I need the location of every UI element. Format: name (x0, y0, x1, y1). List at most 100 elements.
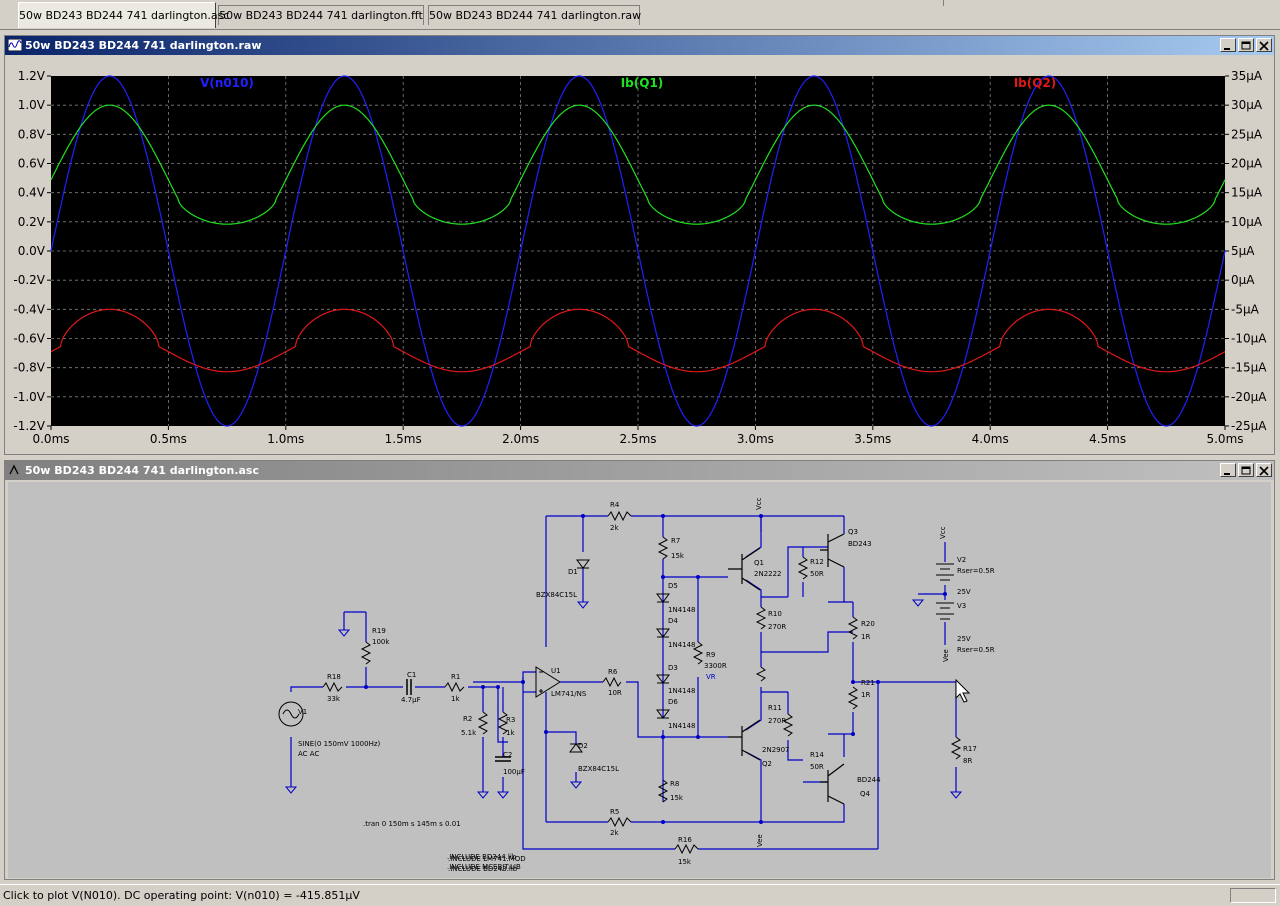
label-R11-value: 270R (768, 717, 786, 725)
minimize-button[interactable] (1220, 38, 1236, 52)
resistor-R1 (444, 681, 465, 693)
y-right-tick-label: 30µA (1231, 98, 1263, 112)
label-R21: R21 (861, 679, 875, 687)
resistor-R9 (692, 641, 704, 665)
tab-raw[interactable]: 50w BD243 BD244 741 darlington.raw (428, 5, 641, 25)
schematic-diodes (569, 559, 670, 753)
label-R14: R14 (810, 751, 824, 759)
y-right-tick-label: -20µA (1231, 390, 1267, 404)
label-R6: R6 (608, 668, 618, 676)
y-left-tick-label: 0.2V (18, 215, 46, 229)
spice-tran-directive: .tran 0 150m s 145m s 0.01 (363, 820, 461, 828)
label-D5-value: 1N4148 (668, 606, 696, 614)
maximize-icon (1241, 466, 1251, 475)
label-D2: D2 (578, 742, 588, 750)
document-tab-bar: 50w BD243 BD244 741 darlington.asc 50w B… (0, 0, 1280, 30)
label-R4-value: 2k (610, 524, 619, 532)
label-C1: C1 (407, 671, 416, 679)
resistor-R4 (607, 510, 632, 522)
y-right-tick-label: 35µA (1231, 69, 1263, 83)
label-R9: R9 (706, 651, 715, 659)
y-right-tick-label: -15µA (1231, 361, 1267, 375)
series-legend-2: Ib(Q2) (1014, 76, 1057, 90)
x-tick-label: 2.5ms (619, 432, 656, 446)
label-C2-value: 100µF (503, 768, 525, 776)
source-V1 (278, 701, 304, 727)
label-R17: R17 (963, 745, 977, 753)
resistor-R18 (322, 681, 343, 693)
series-line-0 (50, 75, 1226, 427)
label-Q1-value: 2N2222 (754, 570, 782, 578)
y-left-tick-label: 0.6V (18, 157, 46, 171)
label-U1-value: LM741/NS (551, 690, 587, 698)
close-button[interactable] (1256, 38, 1272, 52)
minimize-icon (1224, 473, 1230, 475)
label-Q2-value: 2N2907 (762, 746, 790, 754)
label-R5-value: 2k (610, 829, 619, 837)
waveform-plot[interactable]: 1.2V1.0V0.8V0.6V0.4V0.2V0.0V-0.2V-0.4V-0… (7, 57, 1274, 454)
waveform-window-icon (8, 39, 22, 51)
y-left-tick-label: -1.0V (13, 390, 45, 404)
schematic-titlebar[interactable]: 50w BD243 BD244 741 darlington.asc (5, 461, 1274, 480)
x-tick-label: 1.0ms (267, 432, 304, 446)
y-left-tick-label: 1.2V (18, 69, 46, 83)
label-D2-value: BZX84C15L (578, 765, 619, 773)
schematic-maximize-button[interactable] (1238, 463, 1254, 477)
tab-fft[interactable]: 50w BD243 BD244 741 darlington.fft (218, 5, 424, 25)
label-R12: R12 (810, 558, 824, 566)
label-D6-value: 1N4148 (668, 722, 696, 730)
opamp-U1 (535, 666, 561, 698)
mouse-cursor-icon (955, 678, 971, 703)
label-V1: V1 (298, 708, 307, 716)
x-tick-label: 3.0ms (737, 432, 774, 446)
resistor-R10 (755, 606, 767, 630)
close-icon (1259, 41, 1269, 51)
schematic-close-button[interactable] (1256, 463, 1272, 477)
maximize-button[interactable] (1238, 38, 1254, 52)
label-Q3: Q3 (848, 528, 858, 536)
x-tick-label: 4.0ms (972, 432, 1009, 446)
label-R10-value: 270R (768, 623, 786, 631)
label-Q2: Q2 (762, 760, 772, 768)
status-text: Click to plot V(N010). DC operating poin… (3, 889, 360, 902)
waveform-window[interactable]: 50w BD243 BD244 741 darlington.raw 1.2V 1… (4, 35, 1275, 455)
label-V2: V2 (957, 556, 966, 564)
tab-asc[interactable]: 50w BD243 BD244 741 darlington.asc (18, 2, 229, 28)
label-R3: R3 (506, 716, 515, 724)
schematic-window[interactable]: 50w BD243 BD244 741 darlington.asc (4, 460, 1275, 880)
waveform-titlebar[interactable]: 50w BD243 BD244 741 darlington.raw (5, 36, 1274, 55)
x-tick-label: 0.0ms (32, 432, 69, 446)
label-vee-src: Vee (942, 649, 950, 662)
y-left-tick-label: -0.6V (13, 332, 45, 346)
y-left-tick-label: 0.4V (18, 186, 46, 200)
series-legend-0: V(n010) (200, 76, 254, 90)
label-R2: R2 (463, 715, 472, 723)
resistor-R7 (657, 536, 669, 560)
x-tick-label: 0.5ms (150, 432, 187, 446)
y-right-tick-label: -5µA (1231, 302, 1260, 316)
label-R1-value: 1k (451, 695, 460, 703)
label-R11: R11 (768, 704, 782, 712)
y-left-tick-label: -1.2V (13, 419, 45, 433)
label-R19-value: 100k (372, 638, 390, 646)
label-R14-value: 50R (810, 763, 824, 771)
resistor-R11 (755, 666, 766, 682)
junction-dots (364, 514, 947, 824)
label-vee-bot: Vee (756, 834, 764, 847)
schematic-minimize-button[interactable] (1220, 463, 1236, 477)
label-Q4-value: BD244 (857, 776, 881, 784)
label-R1: R1 (451, 673, 460, 681)
schematic-transistors (728, 533, 845, 805)
y-left-tick-label: -0.4V (13, 302, 45, 316)
resistor-R5 (607, 816, 632, 828)
y-right-tick-label: 20µA (1231, 157, 1263, 171)
label-D1: D1 (568, 568, 578, 576)
label-R6-value: 10R (608, 689, 622, 697)
schematic-canvas[interactable]: R4 2k R7 15k Vcc Q3 BD243 Vcc V2 Rser=0.… (8, 482, 1271, 878)
resistor-R3 (497, 711, 509, 735)
label-D4-value: 1N4148 (668, 641, 696, 649)
schematic-wires (290, 515, 957, 850)
label-Q1: Q1 (754, 559, 764, 567)
spice-include-bd244: .INCLUDE BD244.lib (447, 853, 517, 861)
y-left-tick-label: 1.0V (18, 98, 46, 112)
